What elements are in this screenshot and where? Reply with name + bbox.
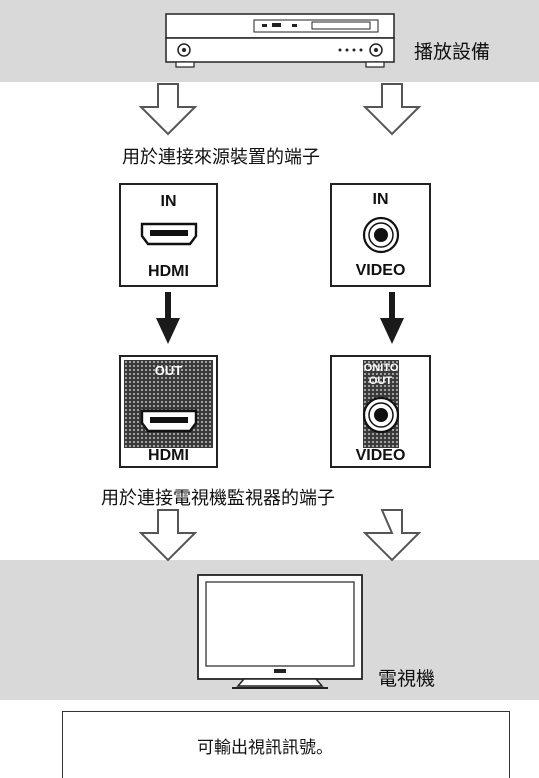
hdmi-output-panel: OUT HDMI bbox=[119, 355, 218, 468]
source-terminals-caption: 用於連接來源裝置的端子 bbox=[122, 147, 320, 168]
panel-top-label-line1: MONITOR bbox=[354, 362, 407, 374]
note-text: 可輸出視訊訊號。 bbox=[197, 738, 333, 758]
video-input-panel: IN VIDEO bbox=[330, 183, 431, 287]
solid-arrow-down-icon bbox=[380, 292, 404, 344]
panel-top-label-line2: OUT bbox=[368, 375, 393, 387]
panel-top-label: OUT bbox=[154, 363, 183, 378]
source-device-label: 播放設備 bbox=[414, 41, 491, 63]
disc-player-icon bbox=[165, 13, 395, 68]
rca-jack-icon bbox=[362, 216, 400, 254]
panel-top-label: IN bbox=[372, 191, 389, 208]
hdmi-input-panel: IN HDMI bbox=[119, 183, 218, 287]
video-monitor-output-panel: MONITOR OUT VIDEO bbox=[330, 355, 431, 468]
panel-bottom-label: VIDEO bbox=[355, 262, 406, 279]
hdmi-port-icon bbox=[140, 222, 198, 246]
hollow-arrow-down-icon bbox=[138, 83, 198, 136]
hollow-arrow-down-icon bbox=[362, 83, 422, 136]
solid-arrow-down-icon bbox=[156, 292, 180, 344]
panel-bottom-label: VIDEO bbox=[355, 447, 406, 464]
rca-jack-icon bbox=[362, 396, 400, 434]
panel-top-label: IN bbox=[160, 193, 177, 210]
tv-icon bbox=[197, 574, 363, 689]
dotted-panel-background bbox=[124, 360, 213, 448]
panel-bottom-label: HDMI bbox=[148, 263, 189, 280]
hollow-arrow-down-icon bbox=[362, 509, 422, 562]
monitor-terminals-caption: 用於連接電視機監視器的端子 bbox=[101, 488, 335, 509]
hdmi-port-icon bbox=[140, 409, 198, 433]
hollow-arrow-down-icon bbox=[138, 509, 198, 562]
panel-bottom-label: HDMI bbox=[148, 447, 189, 464]
note-box: 可輸出視訊訊號。 bbox=[62, 711, 510, 778]
tv-label: 電視機 bbox=[378, 668, 436, 690]
